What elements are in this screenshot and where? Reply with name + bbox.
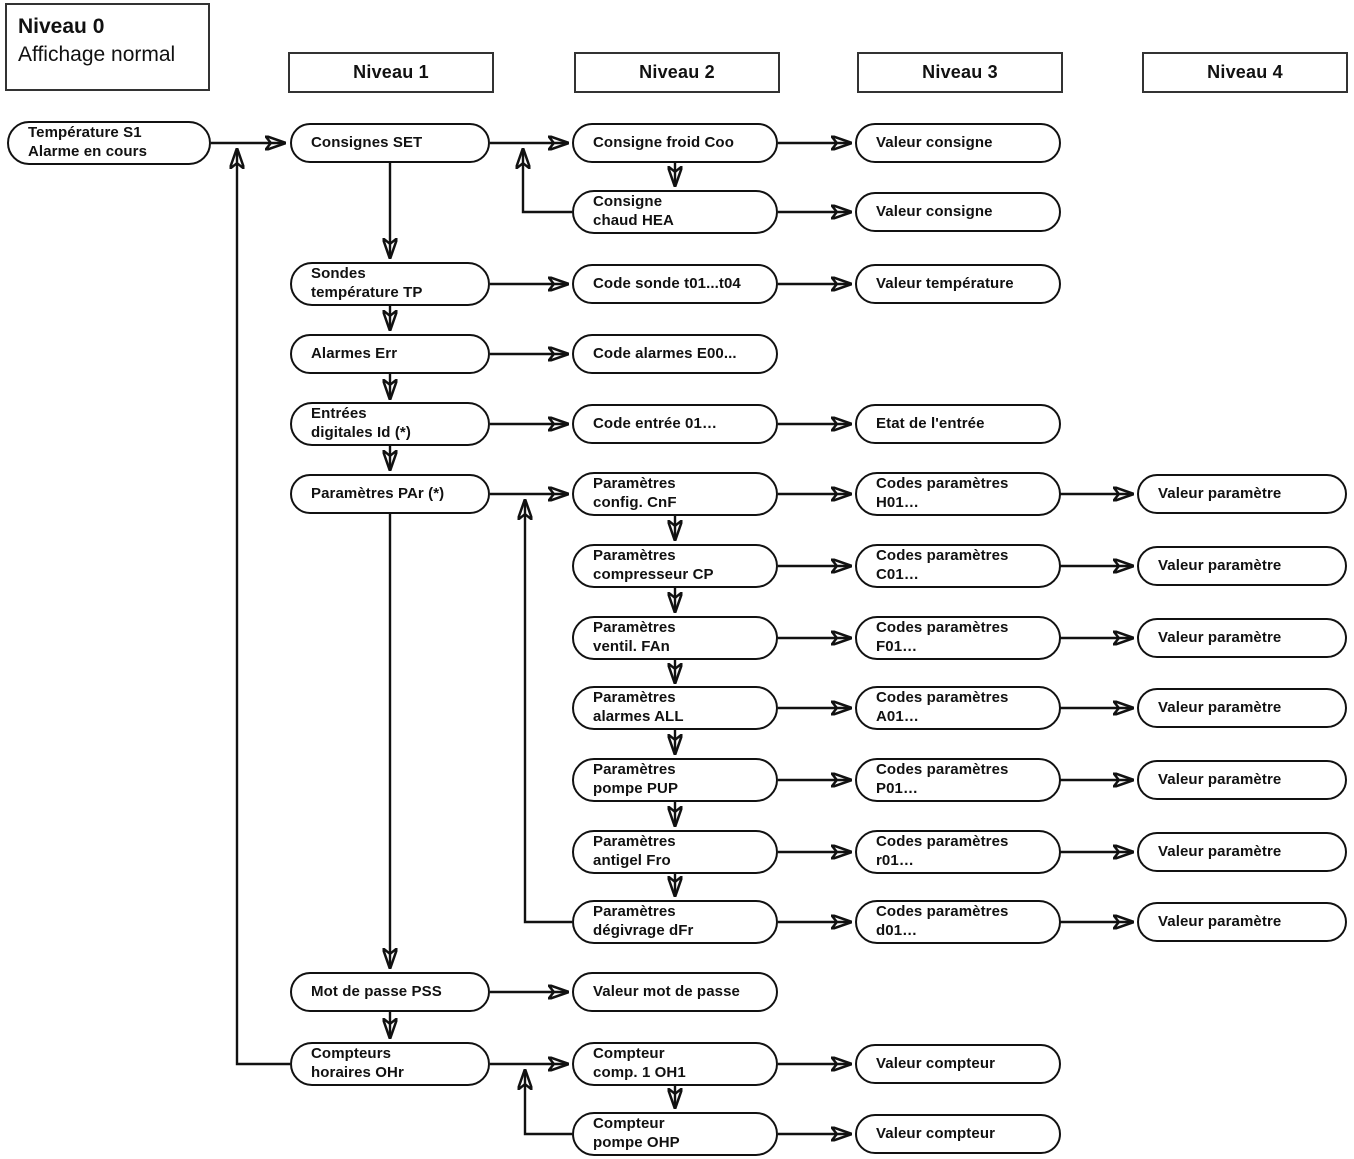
node-parametres-antigel: Paramètres antigel Fro (572, 830, 778, 874)
node-consigne-chaud: Consigne chaud HEA (572, 190, 778, 234)
node-valeur-parametre-d: Valeur paramètre (1137, 902, 1347, 942)
node-codes-parametres-p01: Codes paramètres P01… (855, 758, 1061, 802)
node-parametres-alarmes: Paramètres alarmes ALL (572, 686, 778, 730)
node-temperature-s1: Température S1 Alarme en cours (7, 121, 211, 165)
node-code-alarmes: Code alarmes E00... (572, 334, 778, 374)
node-codes-parametres-h01: Codes paramètres H01… (855, 472, 1061, 516)
node-valeur-parametre-c: Valeur paramètre (1137, 546, 1347, 586)
node-codes-parametres-r01: Codes paramètres r01… (855, 830, 1061, 874)
node-compteurs-horaires: Compteurs horaires OHr (290, 1042, 490, 1086)
level0-title: Niveau 0 (18, 15, 105, 38)
loop-chaud-to-consignes (523, 149, 572, 214)
node-codes-parametres-d01: Codes paramètres d01… (855, 900, 1061, 944)
level0-subtitle: Affichage normal (18, 43, 176, 67)
node-etat-entree: Etat de l'entrée (855, 404, 1061, 444)
header-niveau-4: Niveau 4 (1142, 52, 1348, 93)
node-parametres-par: Paramètres PAr (*) (290, 474, 490, 514)
level0-box: Niveau 0 Affichage normal (5, 3, 210, 91)
node-valeur-parametre-r: Valeur paramètre (1137, 832, 1347, 872)
node-valeur-compteur-pompe: Valeur compteur (855, 1114, 1061, 1154)
node-entrees-digitales: Entrées digitales Id (*) (290, 402, 490, 446)
node-valeur-parametre-f: Valeur paramètre (1137, 618, 1347, 658)
node-compteur-pompe: Compteur pompe OHP (572, 1112, 778, 1156)
node-compteur-comp1: Compteur comp. 1 OH1 (572, 1042, 778, 1086)
node-valeur-parametre-p: Valeur paramètre (1137, 760, 1347, 800)
node-alarmes-err: Alarmes Err (290, 334, 490, 374)
header-niveau-3: Niveau 3 (857, 52, 1063, 93)
node-code-entree: Code entrée 01… (572, 404, 778, 444)
node-parametres-degivrage: Paramètres dégivrage dFr (572, 900, 778, 944)
node-sondes-temperature: Sondes température TP (290, 262, 490, 306)
node-valeur-parametre-h: Valeur paramètre (1137, 474, 1347, 514)
node-parametres-ventil: Paramètres ventil. FAn (572, 616, 778, 660)
node-code-sonde: Code sonde t01...t04 (572, 264, 778, 304)
node-valeur-compteur-comp1: Valeur compteur (855, 1044, 1061, 1084)
node-valeur-consigne-chaud: Valeur consigne (855, 192, 1061, 232)
node-valeur-mot-de-passe: Valeur mot de passe (572, 972, 778, 1012)
node-codes-parametres-f01: Codes paramètres F01… (855, 616, 1061, 660)
node-valeur-parametre-a: Valeur paramètre (1137, 688, 1347, 728)
node-codes-parametres-a01: Codes paramètres A01… (855, 686, 1061, 730)
node-parametres-pompe: Paramètres pompe PUP (572, 758, 778, 802)
node-mot-de-passe: Mot de passe PSS (290, 972, 490, 1012)
node-parametres-config: Paramètres config. CnF (572, 472, 778, 516)
node-valeur-consigne-froid: Valeur consigne (855, 123, 1061, 163)
loop-dfr-to-par (525, 500, 572, 924)
header-niveau-1: Niveau 1 (288, 52, 494, 93)
node-consignes-set: Consignes SET (290, 123, 490, 163)
loop-compteurs-to-root (237, 149, 290, 1066)
node-valeur-temperature: Valeur température (855, 264, 1061, 304)
node-consigne-froid: Consigne froid Coo (572, 123, 778, 163)
node-parametres-compresseur: Paramètres compresseur CP (572, 544, 778, 588)
loop-ohp-to-ohr (525, 1070, 572, 1136)
header-niveau-2: Niveau 2 (574, 52, 780, 93)
node-codes-parametres-c01: Codes paramètres C01… (855, 544, 1061, 588)
